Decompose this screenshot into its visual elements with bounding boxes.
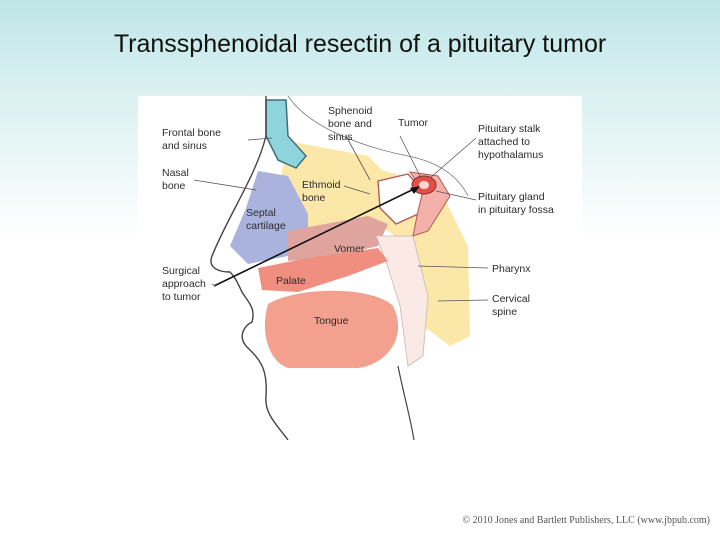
label-surgical-3: to tumor <box>162 291 201 303</box>
sagittal-head-diagram: Frontal bone and sinus Nasal bone Spheno… <box>162 96 554 440</box>
label-frontal-bone-2: and sinus <box>162 140 207 152</box>
label-ethmoid-1: Ethmoid <box>302 179 341 191</box>
label-vomer: Vomer <box>334 243 365 255</box>
label-gland-1: Pituitary gland <box>478 191 545 203</box>
anatomy-figure: Frontal bone and sinus Nasal bone Spheno… <box>138 96 582 440</box>
label-nasal-bone-1: Nasal <box>162 167 189 179</box>
label-sphenoid-1: Sphenoid <box>328 105 373 117</box>
tumor-core <box>419 181 429 189</box>
slide-title: Transsphenoidal resectin of a pituitary … <box>113 30 607 58</box>
label-pharynx: Pharynx <box>492 263 531 275</box>
label-stalk-1: Pituitary stalk <box>478 123 541 135</box>
label-gland-2: in pituitary fossa <box>478 204 554 216</box>
surgical-arrowhead <box>410 186 420 194</box>
brain-outline <box>287 96 469 197</box>
label-nasal-bone-2: bone <box>162 180 186 192</box>
label-palate: Palate <box>276 275 306 287</box>
palate-region <box>258 248 388 292</box>
frontal-sinus-region <box>265 99 307 169</box>
label-surgical-1: Surgical <box>162 265 200 277</box>
tongue-region <box>264 290 399 368</box>
face-outline <box>210 96 289 440</box>
label-cervical-1: Cervical <box>492 293 530 305</box>
vomer-region <box>288 216 388 261</box>
surgical-approach-line <box>213 187 417 287</box>
ethmoid-bone-region <box>278 141 398 236</box>
label-ethmoid-2: bone <box>302 192 326 204</box>
label-sphenoid-3: sinus <box>328 131 353 143</box>
label-septal-1: Septal <box>246 207 276 219</box>
neck-outline <box>397 365 415 440</box>
label-frontal-bone-1: Frontal bone <box>162 127 221 139</box>
leader-lines <box>193 135 489 302</box>
label-tumor: Tumor <box>398 117 428 129</box>
pharynx-region <box>375 235 429 367</box>
label-stalk-2: attached to <box>478 136 530 148</box>
copyright-notice: © 2010 Jones and Bartlett Publishers, LL… <box>462 515 710 526</box>
label-septal-2: cartilage <box>246 220 286 232</box>
label-surgical-2: approach <box>162 278 206 290</box>
label-sphenoid-2: bone and <box>328 118 372 130</box>
label-tongue: Tongue <box>314 315 349 327</box>
label-cervical-2: spine <box>492 306 517 318</box>
label-stalk-3: hypothalamus <box>478 149 543 161</box>
